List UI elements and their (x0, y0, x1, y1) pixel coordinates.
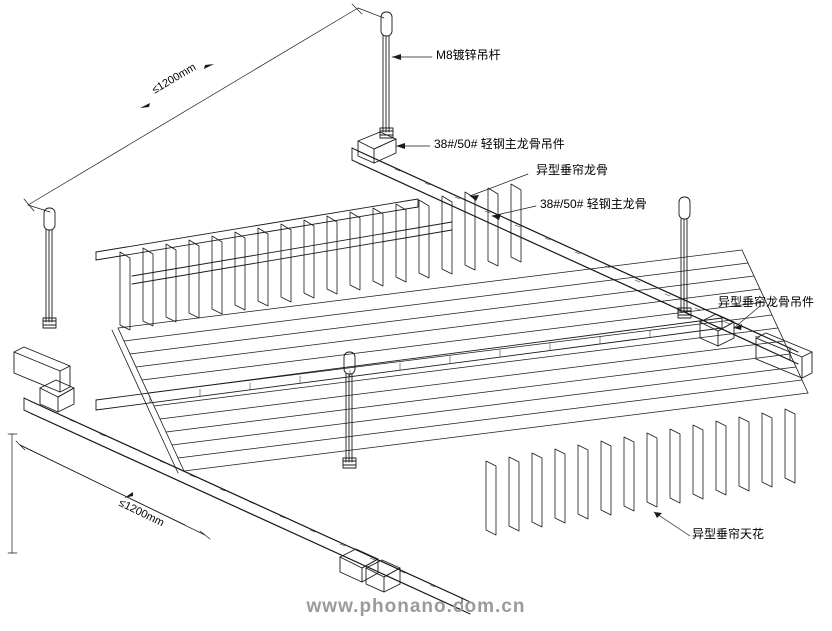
curtain-ceiling-blades-lower (485, 408, 796, 536)
special-curtain-keel-main (95, 317, 723, 411)
curtain-keel-hanger-bracket-right (699, 313, 735, 347)
dimension-line-top (23, 3, 363, 212)
special-curtain-keel-upper (95, 198, 419, 261)
watermark: www.phonano.com.cn (306, 596, 526, 617)
wall-angle-left (13, 346, 71, 393)
wall-angle-right (755, 332, 813, 379)
label-main-keel-hanger: 38#/50# 轻钢主龙骨吊件 (434, 137, 565, 151)
dimension-line-bottom-axis (19, 444, 211, 540)
ceiling-panel-left-edge (111, 327, 185, 474)
dimension-leader-top-left (27, 204, 51, 213)
label-hanger-rod: M8镀锌吊杆 (436, 48, 501, 62)
curtain-ceiling-blades-upper (119, 183, 522, 331)
label-special-curtain-keel-hanger: 异型垂帘龙骨吊件 (718, 295, 815, 309)
leader-lines (391, 54, 761, 537)
special-curtain-keel-inner-upper (131, 221, 453, 285)
label-special-curtain-keel: 异型垂帘龙骨 (536, 163, 609, 177)
main-keel-hanger-bracket-middle (339, 548, 379, 583)
hanger-rod-right (677, 196, 692, 319)
hanger-rod-top (379, 11, 394, 139)
hanger-rod-left (42, 207, 57, 329)
curtain-keel-hanger-bracket-left (39, 379, 75, 413)
hanger-rod-middle (342, 351, 357, 469)
dimension-leader-top-right (357, 7, 385, 19)
ceiling-panel-right-edge (741, 249, 809, 394)
main-keel-hanger-bracket-top (357, 131, 397, 164)
ceiling-panel-surface (117, 249, 809, 472)
label-main-keel: 38#/50# 轻钢主龙骨 (540, 197, 647, 211)
main-keel-front (23, 397, 471, 615)
curtain-keel-hanger-bracket-front (365, 559, 401, 593)
label-special-curtain-ceiling: 异型垂帘天花 (692, 527, 765, 541)
